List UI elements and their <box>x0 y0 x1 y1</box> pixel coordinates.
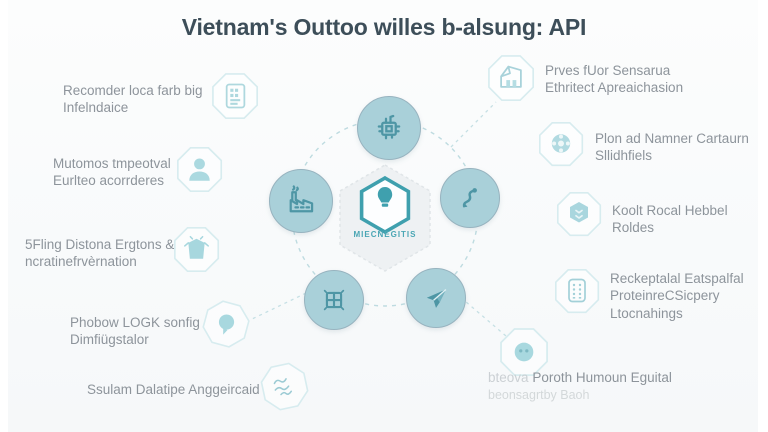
left-item-label: Recomder loca farb big Infelndaice <box>63 83 203 116</box>
route-icon <box>462 188 477 208</box>
left-item-label: Ssulam Dalatipe Anggeircaid <box>87 382 260 397</box>
right-item-5-text: bteova Poroth Humoun Eguital beonsagrtby… <box>488 369 698 403</box>
smiley-icon <box>498 326 550 378</box>
center-label: MIECNEGITIS <box>353 230 417 239</box>
left-item-label: Mutomos tmpeotval Eurlteo acorrderes <box>53 156 171 189</box>
node-chip <box>357 96 421 160</box>
node-route <box>440 168 500 228</box>
right-item-label: Reckeptalal Eatspalfal ProteinreCSicpery… <box>610 271 744 321</box>
right-item-label: Plon ad Namner Cartaurn Sllidhfiels <box>595 131 749 164</box>
node-factory <box>269 169 333 233</box>
globe-wheel-icon <box>537 120 585 168</box>
book-icon <box>553 267 601 315</box>
right-item-faint-prefix: bteova <box>488 370 529 385</box>
node-paper-plane <box>406 268 466 328</box>
bank-icon <box>486 53 536 103</box>
right-item-faint-subline: beonsagrtby Baoh <box>488 387 590 402</box>
left-item-label: Phobow LOGK sonfig Dimfiügstalor <box>70 315 200 348</box>
paper-plane-icon <box>426 288 447 308</box>
right-item-label: Koolt Rocal Hebbel Roldes <box>612 203 728 236</box>
right-margin <box>758 0 768 432</box>
factory-icon <box>289 185 314 213</box>
cube-icon <box>555 190 603 238</box>
speech-bubble-icon <box>197 295 256 354</box>
left-item-label: 5Fling Distona Ergtons & ncratinefrvèrna… <box>25 237 175 270</box>
lightbulb-hexagon-icon <box>339 164 431 272</box>
person-icon <box>175 145 224 194</box>
scribble-icon <box>255 357 313 415</box>
left-margin <box>0 0 8 432</box>
grid-icon <box>323 289 345 311</box>
page-title: Vietnam's Outtoo willes b-alsung: API <box>181 14 587 40</box>
center-badge: MIECNEGITIS <box>330 162 440 274</box>
shirt-icon <box>172 225 221 274</box>
right-item-label: Prves fUor Sensarua Ethritect Apreaichas… <box>545 63 684 96</box>
document-list-icon <box>210 71 260 121</box>
node-grid <box>304 270 364 330</box>
right-item-label: Poroth Humoun Eguital <box>532 370 672 385</box>
chip-icon <box>377 114 401 140</box>
